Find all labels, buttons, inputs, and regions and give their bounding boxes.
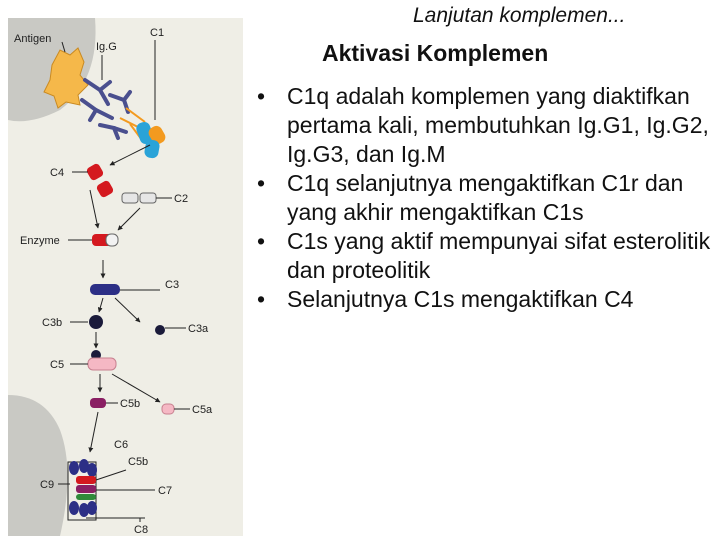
bullet-item: C1q adalah komplemen yang diaktifkan per… — [254, 82, 714, 169]
label-c3a: C3a — [188, 323, 209, 335]
bullet-item: C1q selanjutnya mengaktifkan C1r dan yan… — [254, 169, 714, 227]
bullet-list: C1q adalah komplemen yang diaktifkan per… — [254, 82, 714, 314]
label-c2: C2 — [174, 193, 188, 205]
mac-complex — [69, 459, 97, 517]
label-c3b: C3b — [42, 317, 62, 329]
c3a-molecule — [155, 325, 165, 335]
antigen-pointer — [61, 41, 66, 53]
label-c5b: C5b — [120, 398, 140, 410]
c5a-molecule — [161, 403, 175, 415]
bullet-item: C1s yang aktif mempunyai sifat esterolit… — [254, 227, 714, 285]
bullet-item: Selanjutnya C1s mengaktifkan C4 — [254, 285, 714, 314]
label-c5a: C5a — [192, 404, 213, 416]
slide-subtitle: Lanjutan komplemen... — [413, 4, 626, 27]
label-c5b-complex: C5b — [128, 456, 148, 468]
slide-title: Aktivasi Komplemen — [322, 40, 549, 66]
c1-complex — [119, 107, 166, 159]
enzyme-complex — [92, 233, 119, 247]
label-c9: C9 — [40, 479, 54, 491]
c3b-molecule — [89, 315, 103, 329]
label-c6: C6 — [114, 439, 128, 451]
label-c4: C4 — [50, 167, 64, 179]
label-c3: C3 — [165, 279, 179, 291]
label-c1: C1 — [150, 27, 164, 39]
igg-antibodies — [80, 78, 132, 140]
label-c5: C5 — [50, 359, 64, 371]
c5b-molecule — [90, 398, 106, 408]
label-c7: C7 — [158, 485, 172, 497]
label-igg: Ig.G — [96, 41, 117, 53]
label-c8: C8 — [134, 524, 148, 536]
c4-molecule — [86, 163, 114, 198]
antigen-shape — [43, 47, 89, 109]
c2-molecule — [121, 192, 157, 204]
cell-bottom — [8, 395, 68, 536]
c3-molecule — [90, 284, 120, 295]
label-enzyme: Enzyme — [20, 235, 60, 247]
complement-cascade-diagram: Antigen Ig.G C1 C4 C2 Enzyme C3 C3b C3a … — [8, 18, 243, 536]
label-antigen: Antigen — [14, 33, 51, 45]
